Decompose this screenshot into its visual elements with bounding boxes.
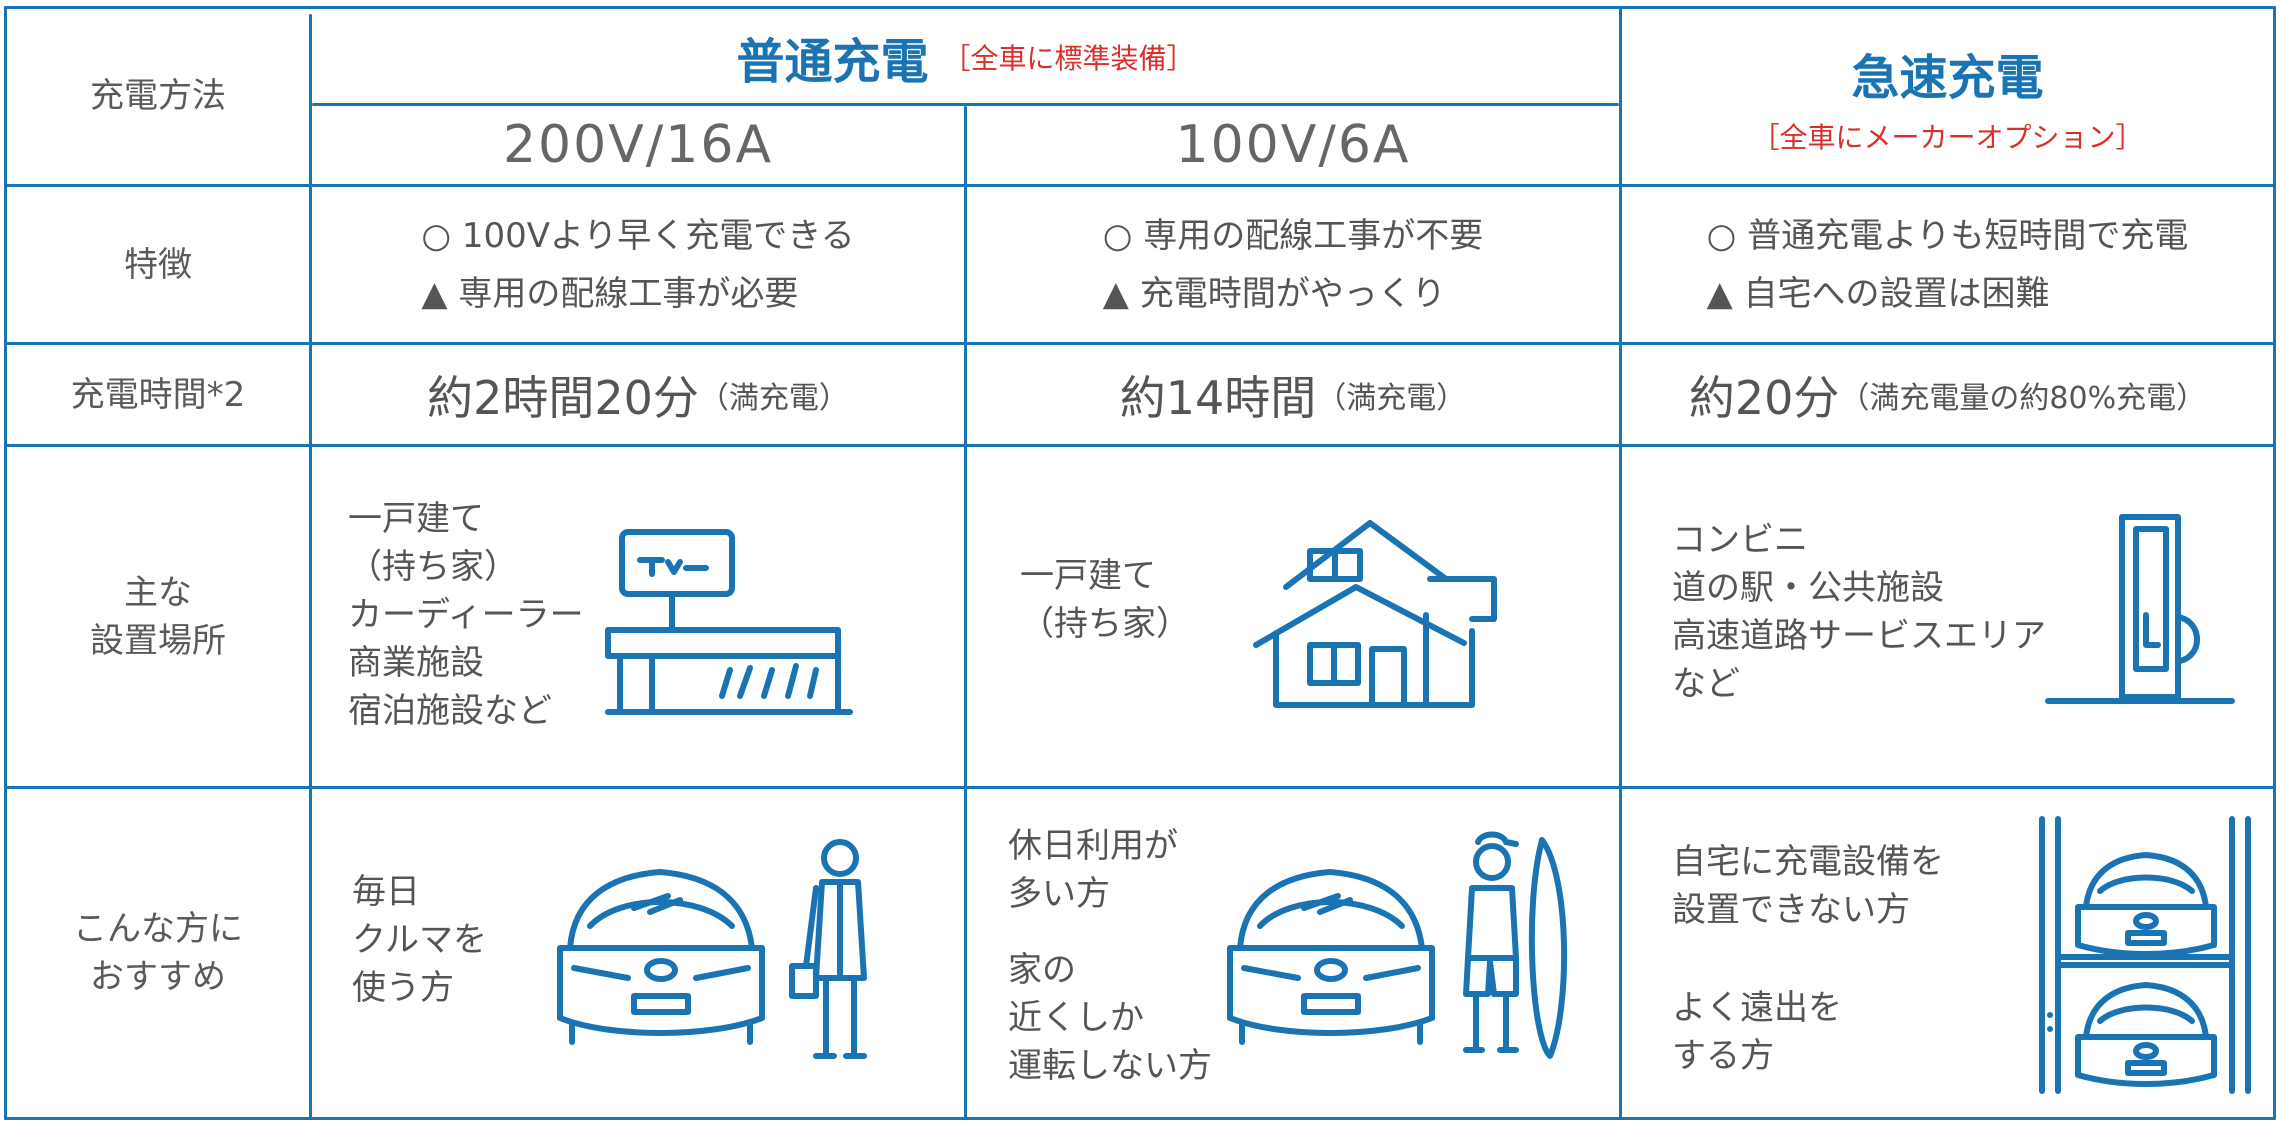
place-col2-line: 一戸建て: [1020, 556, 1156, 596]
recommend-col3-line: よく遠出を: [1672, 988, 1842, 1028]
recommend-col1-line: クルマを: [352, 920, 487, 960]
place-col1-text: 一戸建て （持ち家） カーディーラー 商業施設 宿泊施設など: [348, 495, 584, 735]
parking-tower-icon: [2039, 816, 2251, 1094]
features-label: 特徴: [8, 187, 308, 342]
recommend-col1-text: 毎日 クルマを 使う方: [352, 868, 487, 1012]
recommend-label: こんな方に おすすめ: [8, 789, 308, 1117]
normal-charge-title: 普通充電: [736, 33, 929, 90]
recommend-col2-line: 多い方: [1008, 874, 1110, 914]
recommend-label-line2: おすすめ: [90, 957, 226, 997]
recommend-col2-line: 家の: [1008, 950, 1076, 990]
feature-col2-demerit: ▲ 充電時間がやっくり: [1102, 273, 1446, 314]
col-divider-3: [1619, 6, 1622, 1120]
table-border-top: [4, 6, 2276, 9]
time-col2-main: 約14時間: [1119, 370, 1317, 425]
place-col1-line: カーディーラー: [348, 595, 584, 635]
place-label-line1: 主な: [124, 572, 192, 613]
voltage-200v: 200V/16A: [312, 106, 964, 184]
header-divider: [312, 103, 1619, 106]
time-col2-sub: （満充電）: [1316, 380, 1467, 416]
normal-charge-header: 普通充電 ［全車に標準装備］: [312, 10, 1619, 103]
time-col1-main: 約2時間20分: [427, 370, 699, 425]
time-label: 充電時間*2: [8, 345, 308, 444]
place-col1-line: 宿泊施設など: [348, 691, 552, 731]
method-label-text: 充電方法: [90, 76, 226, 116]
recommend-col1-line: 毎日: [352, 872, 420, 912]
row-divider-1: [4, 184, 2276, 187]
place-col3-text: コンビニ 道の駅・公共施設 高速道路サービスエリア など: [1672, 516, 2046, 708]
time-col3-sub: （満充電量の約80%充電）: [1839, 380, 2207, 416]
feature-col1-demerit: ▲ 専用の配線工事が必要: [421, 273, 799, 314]
table-border-right: [2273, 6, 2276, 1120]
recommend-col1-line: 使う方: [352, 968, 454, 1008]
recommend-col3-line: 設置できない方: [1672, 890, 1910, 930]
recommend-col2-line: 休日利用が: [1008, 826, 1178, 866]
method-label: 充電方法: [8, 8, 308, 184]
recommend-col3-text-b: よく遠出を する方: [1672, 984, 1842, 1080]
dealer-building-icon: [605, 529, 853, 715]
charging-station-icon: [2045, 514, 2235, 704]
row-divider-4: [4, 786, 2276, 789]
features-col1: ○ 100Vより早く充電できる ▲ 専用の配線工事が必要: [312, 187, 964, 342]
feature-col3-merit: ○ 普通充電よりも短時間で充電: [1706, 215, 2189, 256]
table-border-bottom: [4, 1117, 2276, 1120]
place-col3-line: 道の駅・公共施設: [1672, 568, 1944, 608]
voltage-100v-text: 100V/6A: [1175, 115, 1411, 175]
place-label-line2: 設置場所: [90, 620, 226, 661]
place-col2-text: 一戸建て （持ち家）: [1020, 552, 1190, 648]
time-col3-main: 約20分: [1688, 370, 1840, 425]
col-divider-2: [964, 106, 967, 1120]
col-divider-1: [309, 14, 312, 1120]
fast-charge-header: 急速充電 ［全車にメーカーオプション］: [1622, 10, 2273, 184]
time-label-text: 充電時間*2: [70, 374, 246, 415]
place-col1-line: （持ち家）: [348, 547, 518, 587]
voltage-100v: 100V/6A: [967, 106, 1619, 184]
car-with-businessman-icon: [557, 839, 867, 1059]
features-col3: ○ 普通充電よりも短時間で充電 ▲ 自宅への設置は困難: [1622, 187, 2273, 342]
recommend-label-line1: こんな方に: [73, 909, 243, 949]
place-col3-line: など: [1672, 664, 1740, 704]
fast-charge-title: 急速充電: [1851, 50, 2044, 106]
time-col2: 約14時間 （満充電）: [967, 345, 1619, 444]
features-col2: ○ 専用の配線工事が不要 ▲ 充電時間がやっくり: [967, 187, 1619, 342]
car-with-surfer-icon: [1227, 831, 1568, 1059]
place-col1-line: 商業施設: [348, 643, 484, 683]
recommend-col2-line: 近くしか: [1008, 998, 1144, 1038]
normal-charge-note: ［全車に標準装備］: [942, 41, 1195, 75]
recommend-col2-text-b: 家の 近くしか 運転しない方: [1008, 946, 1212, 1090]
house-icon: [1253, 520, 1497, 708]
place-col1-line: 一戸建て: [348, 499, 484, 539]
recommend-col2-line: 運転しない方: [1008, 1046, 1212, 1086]
row-divider-2: [4, 342, 2276, 345]
recommend-col3-text-a: 自宅に充電設備を 設置できない方: [1672, 838, 1944, 934]
recommend-col3-line: する方: [1672, 1036, 1774, 1076]
table-border-left: [4, 6, 7, 1120]
feature-col3-demerit: ▲ 自宅への設置は困難: [1706, 273, 2050, 314]
place-col3-line: 高速道路サービスエリア: [1672, 616, 2046, 656]
voltage-200v-text: 200V/16A: [502, 115, 774, 175]
recommend-col2-text-a: 休日利用が 多い方: [1008, 822, 1178, 918]
row-divider-3: [4, 444, 2276, 447]
recommend-col3-line: 自宅に充電設備を: [1672, 842, 1944, 882]
place-label: 主な 設置場所: [8, 447, 308, 786]
fast-charge-note: ［全車にメーカーオプション］: [1751, 121, 2144, 154]
place-col2-line: （持ち家）: [1020, 604, 1190, 644]
feature-col1-merit: ○ 100Vより早く充電できる: [421, 215, 855, 256]
time-col1: 約2時間20分 （満充電）: [312, 345, 964, 444]
time-col3: 約20分 （満充電量の約80%充電）: [1622, 345, 2273, 444]
time-col1-sub: （満充電）: [698, 380, 849, 416]
feature-col2-merit: ○ 専用の配線工事が不要: [1102, 215, 1484, 256]
place-col3-line: コンビニ: [1672, 520, 1808, 560]
features-label-text: 特徴: [124, 244, 192, 285]
